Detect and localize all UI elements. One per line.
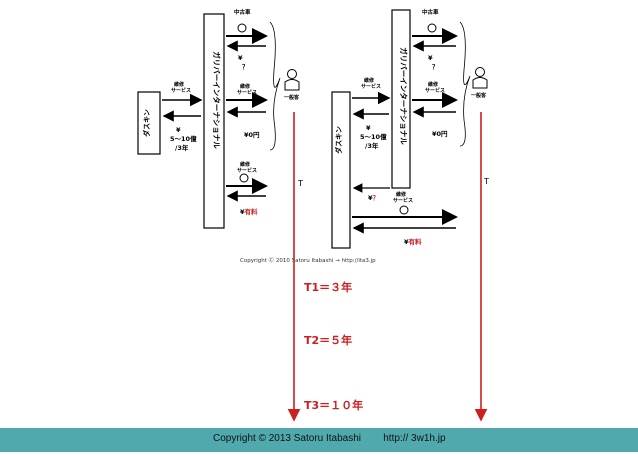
left-diagram: ダスキン ガリバーインターナショナル 中古車 ¥？ 一般客 維修サービス ¥5〜…: [137, 8, 303, 229]
right-price-paid: ¥有料: [404, 237, 422, 246]
right-fee-label: ¥5〜10億/3年: [360, 124, 387, 150]
left-fee-label: ¥5〜10億/3年: [170, 126, 197, 152]
right-price-red-question: ¥？: [368, 194, 379, 202]
left-dasukin-label: ダスキン: [142, 109, 151, 137]
right-t-label: T: [483, 177, 489, 186]
right-car-circle-2: [399, 205, 409, 215]
right-customer-label: 一般客: [471, 92, 487, 99]
right-company-label: ガリバーインターナショナル: [399, 47, 409, 145]
right-used-car-label: 中古車: [422, 8, 439, 16]
left-price-paid: ¥有料: [240, 207, 258, 216]
right-company-box: [391, 9, 411, 189]
right-maint-label-3: 維修サービス: [393, 191, 413, 204]
left-car-circle-2: [239, 173, 249, 183]
right-customer-body: [472, 77, 488, 89]
right-price-zero: ¥0円: [432, 130, 448, 138]
period-t3: T3＝１０年: [304, 398, 363, 412]
footer-copyright: Copyright © 2013 Satoru Itabashi: [213, 433, 362, 444]
right-customer-head: [475, 67, 485, 77]
footer-text: Copyright © 2013 Satoru Itabashi http://…: [213, 433, 446, 444]
right-brace: [459, 21, 471, 147]
left-dasukin-box: [137, 91, 161, 155]
left-company-label: ガリバーインターナショナル: [212, 51, 222, 149]
right-maint-label-2: 維修サービス: [425, 81, 445, 94]
right-dasukin-box: [331, 91, 351, 249]
left-price-question: ¥？: [238, 54, 249, 71]
left-maint-label-3: 維修サービス: [237, 161, 257, 174]
left-used-car-label: 中古車: [234, 8, 251, 16]
left-maint-label-1: 維修サービス: [171, 81, 191, 94]
footer-bar: Copyright © 2013 Satoru Itabashi http://…: [0, 428, 638, 452]
left-car-circle-1: [237, 23, 247, 33]
left-maint-label-2: 維修サービス: [237, 83, 257, 96]
footer-url: http:// 3w1h.jp: [383, 433, 446, 444]
left-brace: [269, 21, 281, 151]
right-dasukin-label: ダスキン: [334, 126, 343, 154]
left-company-box: [203, 13, 225, 229]
inner-copyright: Copyright Ⓒ 2010 Satoru Itabashi → http:…: [240, 256, 376, 264]
right-car-circle-1: [427, 23, 437, 33]
left-customer-label: 一般客: [284, 94, 300, 101]
left-customer-head: [287, 69, 297, 79]
left-customer-body: [284, 79, 300, 91]
right-diagram: ダスキン ガリバーインターナショナル 中古車 ¥？ 一般客 維修サービス ¥5〜…: [331, 8, 489, 249]
right-maint-label-1: 維修サービス: [361, 77, 381, 90]
left-price-zero: ¥0円: [244, 131, 260, 139]
period-t1: T1＝３年: [304, 280, 352, 294]
period-t2: T2＝５年: [304, 333, 352, 347]
left-t-label: T: [297, 179, 303, 188]
right-price-question: ¥？: [428, 54, 439, 71]
